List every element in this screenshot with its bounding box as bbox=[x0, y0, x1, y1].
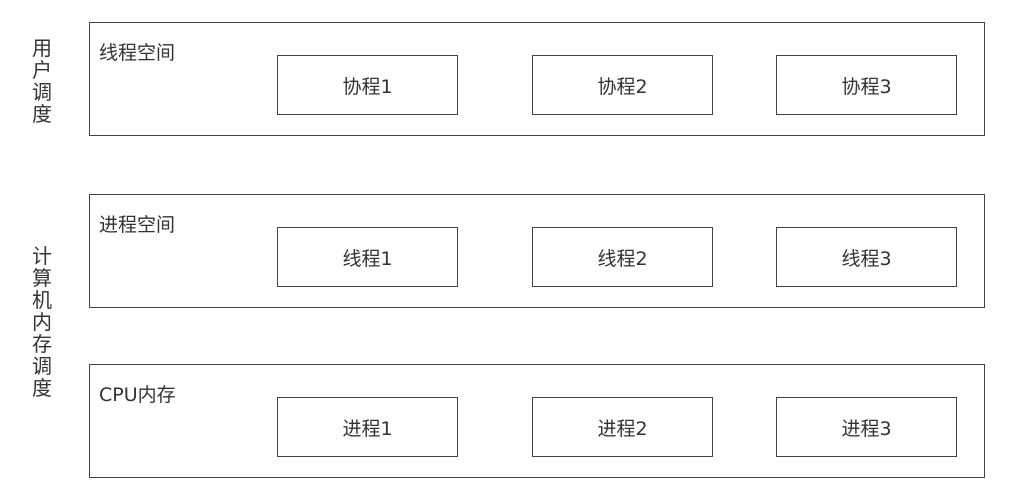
layer-title: CPU内存 bbox=[99, 384, 176, 406]
coroutine-layer-box: 线程空间 协程1 协程2 协程3 bbox=[89, 22, 985, 136]
thread-layer-box: 进程空间 线程1 线程2 线程3 bbox=[89, 194, 985, 308]
thread-box: 线程2 bbox=[532, 227, 713, 287]
coroutine-box: 协程1 bbox=[277, 55, 458, 115]
coroutine-box: 协程3 bbox=[776, 55, 957, 115]
layer-title: 进程空间 bbox=[99, 214, 176, 236]
process-layer-box: CPU内存 进程1 进程2 进程3 bbox=[89, 364, 985, 478]
thread-box: 线程1 bbox=[277, 227, 458, 287]
process-box: 进程3 bbox=[776, 397, 957, 457]
process-box: 进程2 bbox=[532, 397, 713, 457]
layer-title: 线程空间 bbox=[99, 42, 176, 64]
coroutine-box: 协程2 bbox=[532, 55, 713, 115]
user-scheduling-label: 用 户 调 度 bbox=[32, 36, 52, 126]
memory-scheduling-label: 计 算 机 内 存 调 度 bbox=[32, 244, 52, 400]
thread-box: 线程3 bbox=[776, 227, 957, 287]
process-box: 进程1 bbox=[277, 397, 458, 457]
